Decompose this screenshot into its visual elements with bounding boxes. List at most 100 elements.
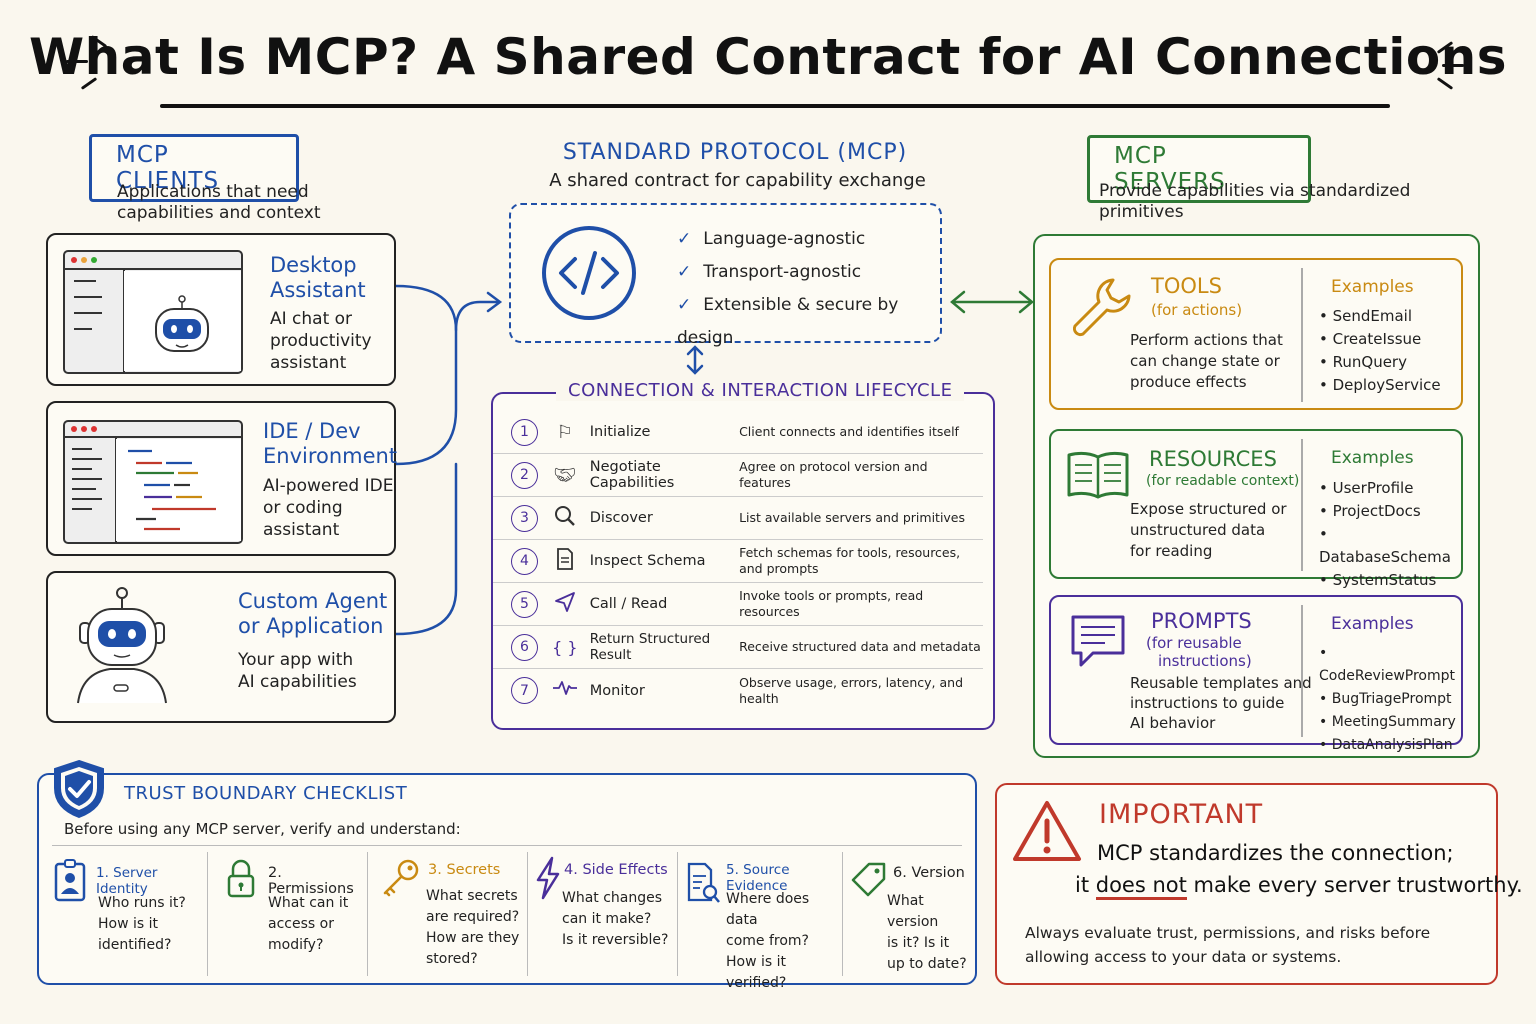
title-spark-right (1442, 64, 1464, 67)
step-number: 4 (511, 547, 538, 575)
lifecycle-step: 6 { } Return Structured Result Receive s… (493, 626, 983, 669)
trust-item-questions: Who runs it? How is it identified? (98, 895, 186, 953)
key-icon (383, 859, 419, 897)
primitive-title: TOOLS (1151, 274, 1222, 298)
step-number: 5 (511, 590, 538, 618)
primitive-desc: Reusable templates and instructions to g… (1130, 674, 1312, 732)
step-number: 2 (511, 461, 538, 489)
examples-heading: Examples (1331, 277, 1414, 297)
check-icon: ✓ (677, 295, 692, 315)
divider (1301, 605, 1303, 737)
trust-item-questions: What can it access or modify? (268, 895, 349, 953)
examples-heading: Examples (1331, 448, 1414, 468)
search-icon (550, 505, 580, 532)
primitive-subtitle: (for readable context) (1146, 473, 1300, 489)
client-card-desktop-assistant[interactable]: Desktop Assistant AI chat or productivit… (46, 233, 396, 386)
step-desc: Client connects and identifies itself (739, 424, 959, 439)
step-number: 6 (511, 633, 538, 661)
code-icon (542, 226, 636, 320)
primitive-desc: Perform actions that can change state or… (1130, 331, 1283, 391)
title-underline (160, 104, 1390, 108)
code-editor-icon (63, 420, 243, 544)
trust-item: 3. Secrets What secrets are required? Ho… (368, 852, 528, 976)
trust-intro: Before using any MCP server, verify and … (64, 820, 461, 838)
important-box: IMPORTANT MCP standardizes the connectio… (995, 783, 1523, 985)
client-card-ide[interactable]: IDE / Dev Environment AI-powered IDE or … (46, 401, 397, 556)
trust-item-title: 4. Side Effects (564, 862, 668, 878)
servers-header: MCP SERVERS (1087, 135, 1311, 203)
desktop-window-icon (63, 250, 243, 374)
lifecycle-step: 1 ⚐ Initialize Client connects and ident… (493, 411, 983, 454)
client-desc: Your app with AI capabilities (238, 650, 357, 692)
protocol-subtitle: A shared contract for capability exchang… (549, 170, 926, 191)
lifecycle-box (491, 392, 995, 730)
book-icon (1067, 451, 1129, 499)
warning-icon (1013, 801, 1081, 861)
step-name: Negotiate Capabilities (589, 459, 675, 491)
pulse-icon (550, 680, 580, 701)
trust-item-questions: Where does data come from? How is it ver… (726, 891, 810, 991)
important-line2: it does not make every server trustworth… (1075, 873, 1523, 900)
step-desc: Invoke tools or prompts, read resources (739, 588, 924, 619)
protocol-header: STANDARD PROTOCOL (MCP) (562, 140, 908, 165)
trust-item-questions: What version is it? Is it up to date? (887, 893, 967, 972)
trust-item: 5. Source Evidence Where does data come … (678, 852, 843, 991)
primitive-title: RESOURCES (1149, 447, 1277, 471)
trust-item-title: 3. Secrets (428, 862, 501, 878)
step-name: Discover (589, 510, 653, 526)
primitive-title: PROMPTS (1151, 609, 1252, 633)
important-title: IMPORTANT (1099, 799, 1264, 830)
step-desc: List available servers and primitives (739, 510, 966, 525)
important-note: Always evaluate trust, permissions, and … (1025, 924, 1431, 966)
step-desc: Receive structured data and metadata (739, 639, 981, 654)
tag-icon (851, 862, 886, 897)
lifecycle-step: 5 Call / Read Invoke tools or prompts, r… (493, 583, 983, 626)
lifecycle-header: CONNECTION & INTERACTION LIFECYCLE (556, 380, 965, 401)
important-line1: MCP standardizes the connection; (1097, 841, 1454, 865)
handshake-icon: 🤝︎ (553, 464, 577, 486)
primitive-card-prompts[interactable]: PROMPTS (for reusable instructions) Reus… (1049, 595, 1463, 753)
examples-heading: Examples (1331, 614, 1414, 634)
shield-check-icon (54, 759, 104, 819)
trust-item-questions: What secrets are required? How are they … (426, 888, 520, 967)
step-number: 7 (511, 677, 538, 704)
feature-item: ✓Transport-agnostic (677, 262, 862, 282)
step-name: Initialize (589, 424, 651, 440)
flag-icon: ⚐ (556, 421, 573, 443)
client-card-custom-agent[interactable]: Custom Agent or Application Your app wit… (46, 571, 396, 723)
client-title: Desktop Assistant (270, 253, 366, 302)
trust-item-title: 6. Version (893, 865, 965, 881)
protocol-box: ✓Language-agnostic ✓Transport-agnostic ✓… (509, 203, 942, 348)
examples-list: CodeReviewPrompt BugTriagePrompt Meeting… (1319, 642, 1461, 757)
trust-item: 1. Server Identity Who runs it? How is i… (46, 852, 208, 976)
check-icon: ✓ (677, 229, 692, 249)
primitive-card-resources[interactable]: RESOURCES (for readable context) Expose … (1049, 429, 1463, 589)
lifecycle-list: 1 ⚐ Initialize Client connects and ident… (493, 411, 983, 712)
servers-subtitle: Provide capabilities via standardized pr… (1099, 181, 1411, 222)
document-search-icon (687, 862, 720, 903)
trust-item-title: 2. Permissions (268, 865, 354, 897)
primitive-card-tools[interactable]: TOOLS (for actions) Perform actions that… (1049, 258, 1463, 410)
trust-items: 1. Server Identity Who runs it? How is i… (46, 852, 970, 991)
chat-icon (1071, 615, 1125, 667)
title-spark-left (66, 60, 88, 63)
check-icon: ✓ (677, 262, 692, 282)
trust-header: TRUST BOUNDARY CHECKLIST (124, 783, 408, 804)
primitive-subtitle: (for reusable instructions) (1146, 634, 1252, 670)
step-name: Inspect Schema (589, 553, 706, 569)
trust-item-title: 1. Server Identity (96, 865, 158, 897)
wrench-icon (1072, 278, 1131, 337)
divider (1301, 439, 1303, 571)
step-name: Return Structured Result (589, 631, 711, 663)
braces-icon: { } (552, 637, 578, 657)
trust-item: 2. Permissions What can it access or mod… (208, 852, 368, 976)
robot-icon (77, 587, 167, 704)
clients-subtitle: Applications that need capabilities and … (117, 182, 321, 223)
primitive-desc: Expose structured or unstructured data f… (1130, 500, 1287, 560)
step-name: Call / Read (589, 596, 668, 612)
trust-item-questions: What changes can it make? Is it reversib… (562, 890, 669, 948)
trust-item: 6. Version What version is it? Is it up … (843, 852, 968, 976)
lifecycle-step: 7 Monitor Observe usage, errors, latency… (493, 669, 983, 712)
step-name: Monitor (589, 682, 645, 699)
